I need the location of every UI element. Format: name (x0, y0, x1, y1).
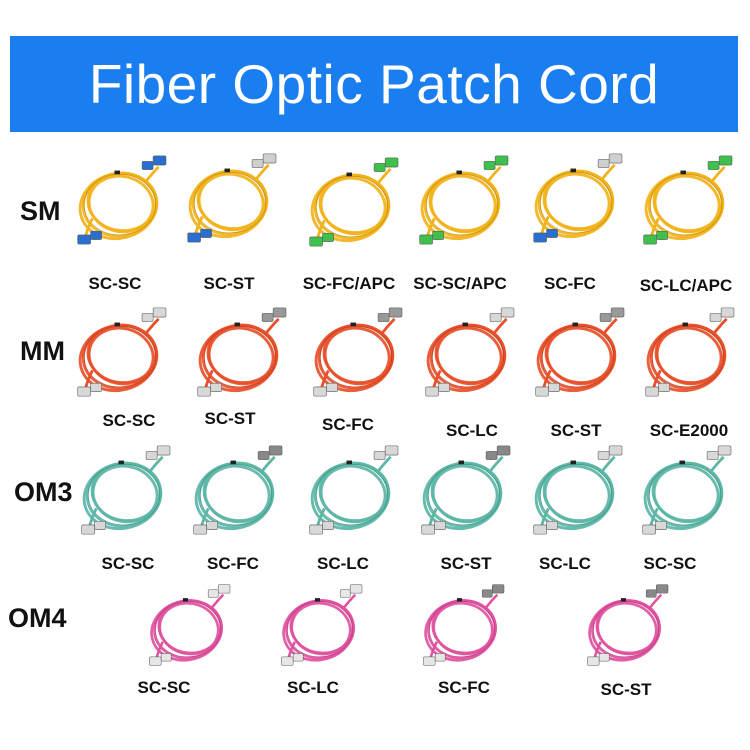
patch-cord-icon (639, 442, 732, 538)
patch-cord-icon (74, 304, 167, 400)
cord-label: SC-ST (440, 554, 492, 573)
cord-label: SC-LC/APC (639, 276, 733, 295)
cord-label: SC-LC (446, 421, 498, 440)
row-label-sm: SM (20, 196, 61, 226)
cord-label: SC-LC (539, 554, 591, 573)
patch-cord-icon (566, 583, 686, 667)
patch-cord-icon (78, 442, 171, 538)
patch-cord-icon (530, 442, 623, 538)
row-label-mm: MM (20, 336, 65, 366)
patch-cord-icon (306, 154, 399, 250)
cord-label: SC-FC (438, 678, 490, 697)
cord-label: SC-E2000 (649, 421, 729, 440)
row-label-om4: OM4 (8, 603, 67, 633)
patch-cord-icon (422, 304, 515, 400)
cord-label: SC-LC (317, 554, 369, 573)
cord-label: SC-ST (550, 421, 602, 440)
patch-cord-icon (402, 583, 522, 667)
patch-cord-icon (74, 152, 167, 248)
patch-cord-icon (416, 152, 509, 248)
patch-cord-icon (194, 304, 287, 400)
patch-cord-icon (530, 150, 623, 246)
patch-cord-icon (418, 442, 511, 538)
cord-label: SC-ST (204, 409, 256, 428)
patch-cord-icon (184, 150, 277, 246)
cord-label: SC-FC/APC (302, 274, 396, 293)
cord-label: SC-SC (102, 411, 156, 430)
cord-label: SC-SC/APC (413, 274, 507, 293)
patch-cord-icon (642, 304, 735, 400)
page-title: Fiber Optic Patch Cord (88, 53, 660, 115)
cord-label: SC-ST (600, 680, 652, 699)
cord-label: SC-SC (88, 274, 142, 293)
cord-label: SC-FC (544, 274, 596, 293)
cord-label: SC-SC (643, 554, 697, 573)
patch-cord-icon (532, 304, 625, 400)
patch-cord-icon (310, 304, 403, 400)
cord-label: SC-FC (322, 415, 374, 434)
cord-label: SC-SC (137, 678, 191, 697)
patch-cord-icon (260, 583, 380, 667)
patch-cord-icon (190, 442, 283, 538)
cord-label: SC-FC (207, 554, 259, 573)
patch-cord-icon (640, 152, 733, 248)
cord-label: SC-ST (203, 274, 255, 293)
patch-cord-icon (306, 442, 399, 538)
row-label-om3: OM3 (14, 477, 73, 507)
title-banner: Fiber Optic Patch Cord (10, 36, 738, 132)
patch-cord-icon (128, 583, 248, 667)
cord-label: SC-SC (101, 554, 155, 573)
cord-label: SC-LC (287, 678, 339, 697)
